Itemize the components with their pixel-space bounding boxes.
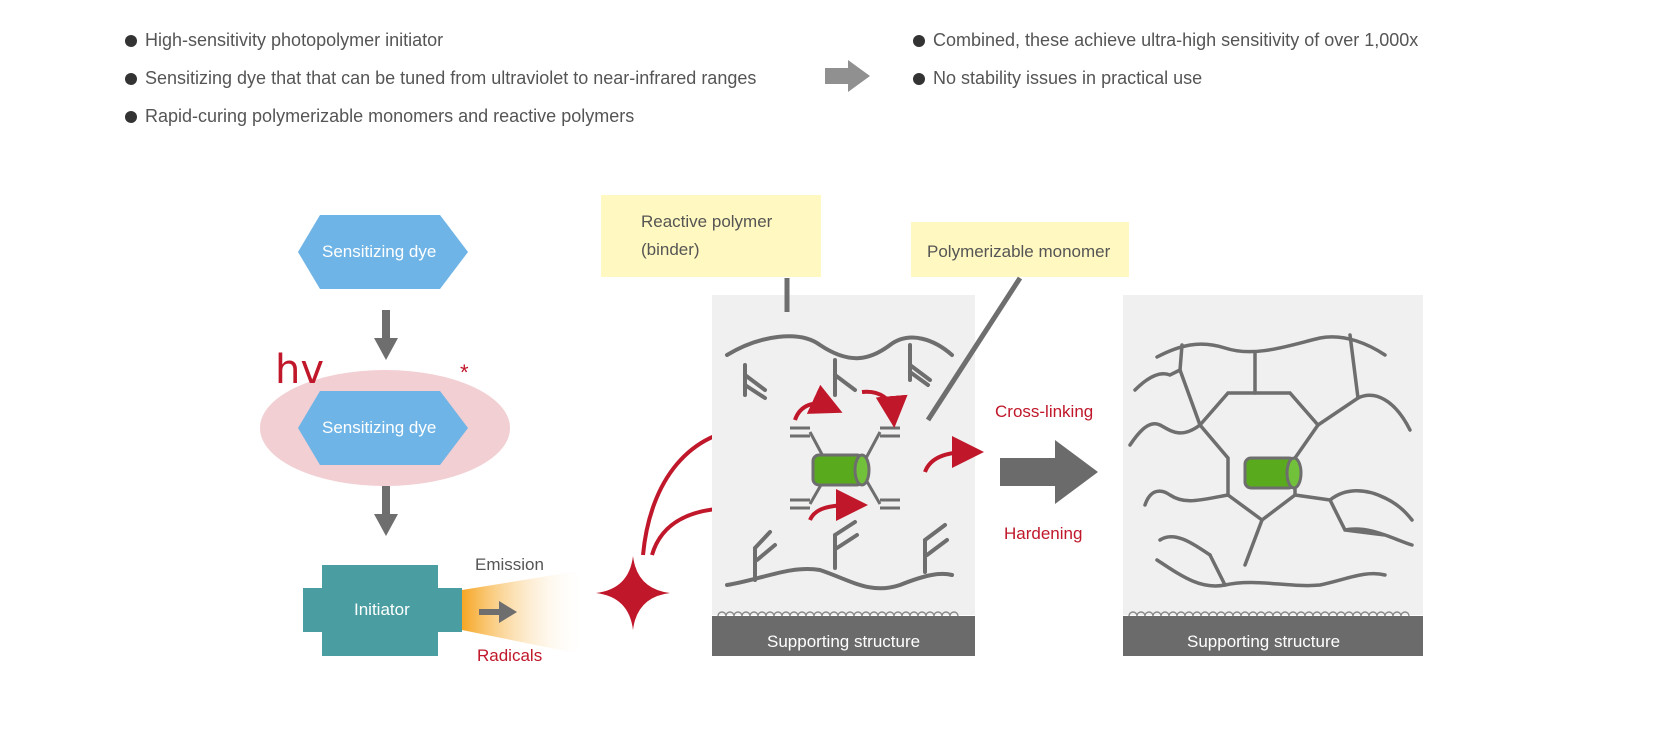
emission-label: Emission: [475, 555, 544, 574]
hv-label: hv: [275, 347, 325, 393]
reactive-polymer-label: Reactive polymer: [641, 212, 773, 231]
initiator-label: Initiator: [354, 600, 410, 619]
monomer-double-bonds: [790, 426, 900, 510]
monomer-label-box: [911, 222, 1129, 277]
process-arrow: [1000, 440, 1098, 504]
emission-arrow: [479, 601, 517, 623]
feature-item-monomers: Rapid-curing polymerizable monomers and …: [125, 106, 756, 144]
support-bar-after: [1123, 616, 1423, 656]
sensitizing-dye-hexagon: [298, 215, 468, 289]
reaction-arrow-4: [923, 436, 984, 473]
monomer-pointer: [925, 276, 1023, 422]
hardening-label: Hardening: [1004, 524, 1083, 543]
initiator-shape: [303, 565, 462, 656]
reaction-arrow-1: [793, 384, 843, 421]
supporting-structure-label-before: Supporting structure: [767, 632, 921, 651]
reaction-arrow-3: [808, 489, 868, 522]
crosslinker-molecule: [811, 453, 871, 487]
cross-linking-label: Cross-linking: [995, 402, 1094, 421]
crosslinker-molecule-after: [1243, 456, 1303, 490]
radical-sparkle-icon: [596, 556, 670, 630]
crosslinked-network: [1128, 333, 1414, 588]
benefit-item-sensitivity: Combined, these achieve ultra-high sensi…: [913, 30, 1418, 68]
excited-dye-label: Sensitizing dye: [322, 418, 437, 437]
result-arrow: [825, 60, 870, 92]
reactive-polymer-label-box: [601, 195, 821, 277]
support-bar-before: [712, 616, 975, 656]
surface-loops-before: [717, 611, 959, 617]
polymer-chains-before: [725, 334, 954, 591]
feature-list: High-sensitivity photopolymer initiator …: [125, 30, 756, 144]
feature-item-dye: Sensitizing dye that that can be tuned f…: [125, 68, 756, 106]
binder-label: (binder): [641, 240, 700, 259]
benefit-list: Combined, these achieve ultra-high sensi…: [913, 30, 1418, 106]
polymerizable-monomer-label: Polymerizable monomer: [927, 242, 1111, 261]
reaction-arrow-2: [861, 389, 908, 428]
feature-item-initiator: High-sensitivity photopolymer initiator: [125, 30, 756, 68]
excited-state-mark: *: [460, 360, 469, 385]
supporting-structure-label-after: Supporting structure: [1187, 632, 1341, 651]
benefit-item-stability: No stability issues in practical use: [913, 68, 1418, 106]
sensitizing-dye-label: Sensitizing dye: [322, 242, 437, 261]
surface-loops-after: [1128, 611, 1410, 617]
excited-dye-hexagon: [298, 391, 468, 465]
down-arrow-2: [374, 486, 398, 536]
emission-beam: [462, 570, 585, 655]
down-arrow-1: [374, 310, 398, 360]
radicals-label: Radicals: [477, 646, 543, 665]
